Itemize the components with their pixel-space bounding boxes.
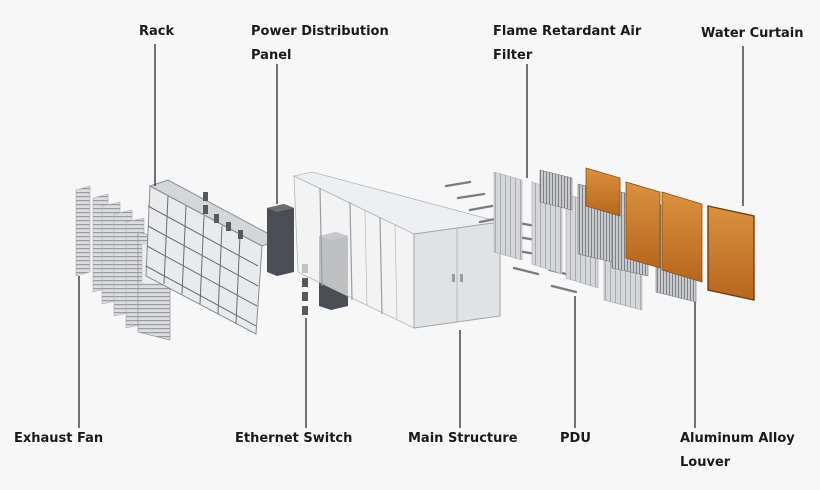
label-power-distribution-panel: Power Distribution Panel bbox=[251, 24, 389, 63]
label-aluminum-alloy-louver: Aluminum Alloy Louver bbox=[680, 431, 795, 470]
label-water-curtain: Water Curtain bbox=[701, 26, 804, 41]
label-ethernet-switch: Ethernet Switch bbox=[235, 431, 353, 446]
rack-top-blocks bbox=[203, 192, 243, 239]
label-main-structure: Main Structure bbox=[408, 431, 518, 446]
rack-group bbox=[145, 179, 282, 335]
label-rack: Rack bbox=[139, 24, 175, 39]
label-exhaust-fan: Exhaust Fan bbox=[14, 431, 104, 446]
leader-lines bbox=[78, 44, 744, 428]
label-pdu: PDU bbox=[560, 431, 591, 446]
main-structure-group bbox=[292, 171, 501, 329]
label-flame-retardant-air-filter: Flame Retardant Air Filter bbox=[493, 24, 642, 63]
water-curtain-group bbox=[585, 167, 755, 301]
